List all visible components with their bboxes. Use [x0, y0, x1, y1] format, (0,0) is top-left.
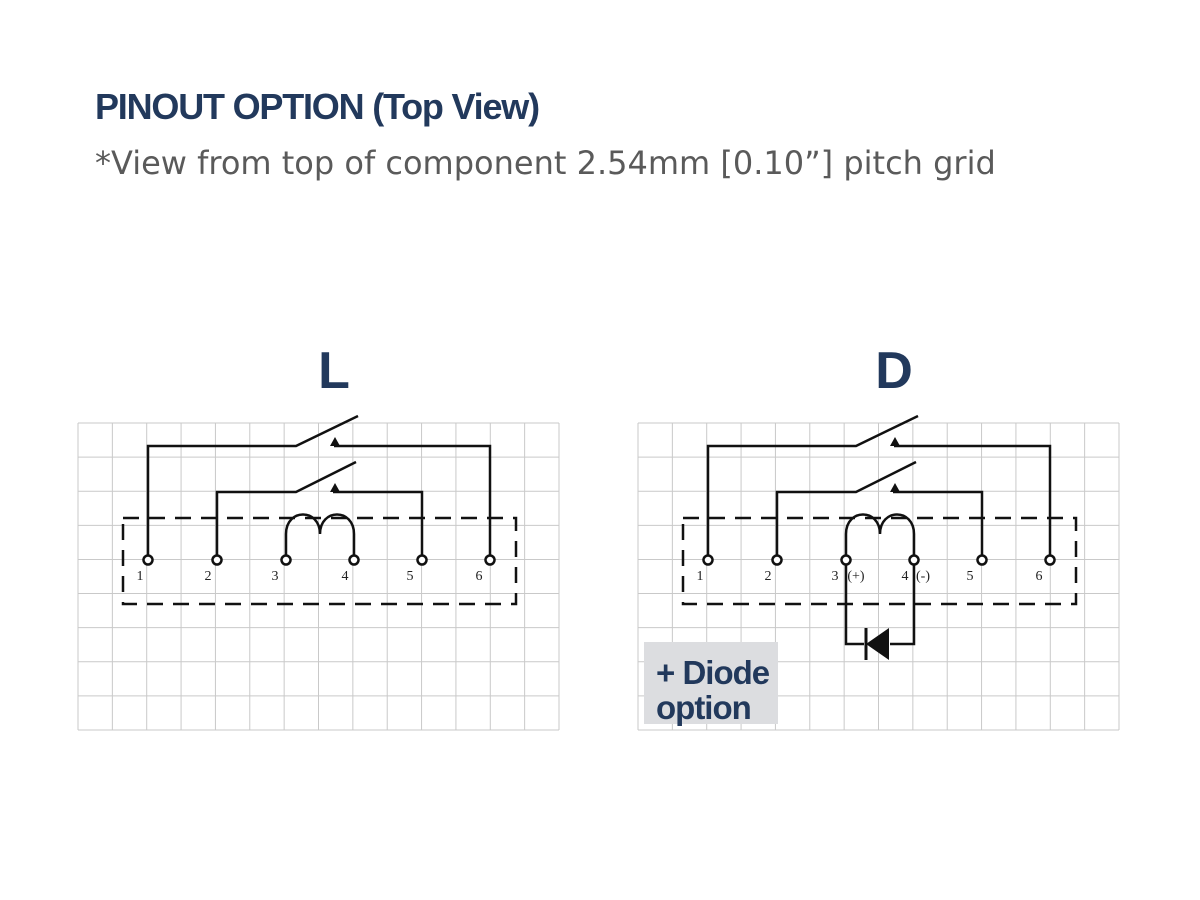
relay-coil	[844, 513, 916, 556]
outer-switch	[146, 414, 492, 556]
pin-polarity-label: (+)	[847, 569, 865, 584]
pin-terminal	[976, 554, 988, 566]
pin-terminal	[840, 554, 852, 566]
pin-label: 4	[902, 569, 909, 584]
pin-polarity-label: (-)	[916, 569, 930, 584]
badge-line-1: + Diode	[656, 654, 770, 691]
pin-labels: 1 2 3 (+) 4 (-) 5 6	[697, 569, 1043, 584]
pin-terminal	[280, 554, 292, 566]
diode-icon	[864, 628, 889, 660]
pin-labels: 1 2 3 4 5 6	[137, 569, 483, 584]
page-title: PINOUT OPTION (Top View)	[95, 86, 540, 127]
pin-label: 5	[967, 569, 974, 584]
badge-background	[644, 642, 778, 724]
outer-switch-contact	[330, 437, 340, 446]
pin-label: 3	[272, 569, 279, 584]
panel-letter: D	[875, 342, 913, 400]
pin-terminal	[908, 554, 920, 566]
pin-label: 6	[476, 569, 483, 584]
pin-terminal	[484, 554, 496, 566]
inner-switch	[215, 460, 424, 556]
panel-d: D 1	[637, 342, 1120, 731]
inner-switch-contact	[890, 483, 900, 492]
grid	[77, 422, 560, 731]
pin-terminals	[702, 554, 1056, 566]
pin-label: 1	[137, 569, 144, 584]
pin-label: 1	[697, 569, 704, 584]
pin-terminal	[1044, 554, 1056, 566]
pin-label: 2	[205, 569, 212, 584]
pin-terminal	[416, 554, 428, 566]
pin-terminal	[211, 554, 223, 566]
badge-line-2: option	[656, 689, 751, 726]
panel-letter: L	[318, 342, 350, 400]
pin-label: 2	[765, 569, 772, 584]
pin-terminals	[142, 554, 496, 566]
page-subtitle: *View from top of component 2.54mm [0.10…	[95, 144, 996, 182]
pin-terminal	[348, 554, 360, 566]
outer-switch-contact	[890, 437, 900, 446]
outer-switch	[706, 414, 1052, 556]
inner-switch-contact	[330, 483, 340, 492]
diode-option-badge: + Diode option	[644, 642, 778, 726]
package-outline	[681, 516, 1078, 606]
package-outline	[121, 516, 518, 606]
pin-label: 3	[832, 569, 839, 584]
inner-switch	[775, 460, 984, 556]
pin-label: 4	[342, 569, 349, 584]
diode-branch	[844, 564, 916, 646]
pin-terminal	[142, 554, 154, 566]
pin-label: 6	[1036, 569, 1043, 584]
pin-terminal	[702, 554, 714, 566]
pin-terminal	[771, 554, 783, 566]
panel-l: L 1 2 3 4 5	[77, 342, 560, 731]
relay-coil	[284, 513, 356, 556]
pin-label: 5	[407, 569, 414, 584]
